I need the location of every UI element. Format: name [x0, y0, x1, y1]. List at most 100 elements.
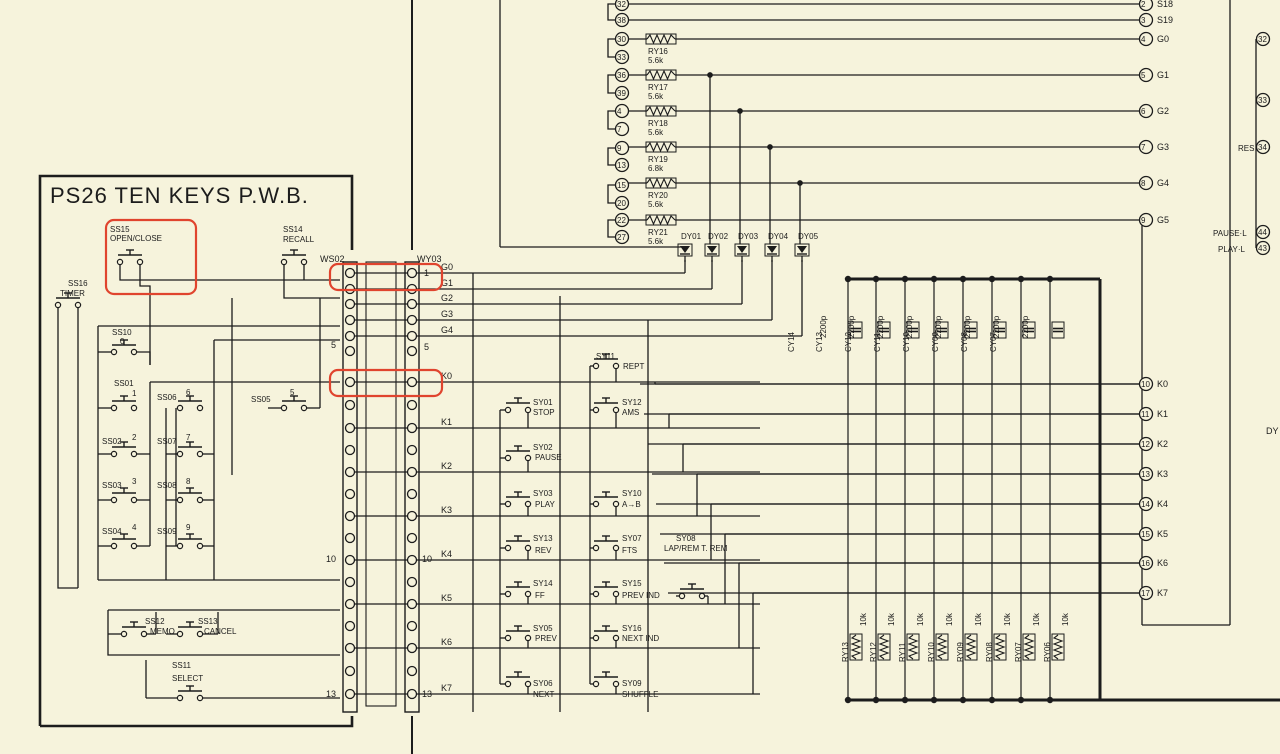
resistor [645, 105, 677, 117]
switch-function: OPEN/CLOSE [110, 234, 162, 243]
pulldown-value: 10k [916, 612, 925, 626]
connector-pin [344, 330, 356, 342]
pulldown-resistor [935, 633, 949, 661]
switch-function: 7 [186, 433, 191, 442]
connector-pin [344, 510, 356, 522]
resistor-value: 5.6k [648, 237, 664, 246]
ic-pin-label: K7 [1157, 588, 1168, 598]
connector-pin [344, 554, 356, 566]
connector-pin [344, 466, 356, 478]
capacitor-ref: CY07 [989, 331, 998, 352]
capacitor-value: 2200p [847, 315, 856, 338]
ic-pin [1138, 175, 1154, 191]
pulldown-value: 10k [1061, 612, 1070, 626]
ic-pin [1138, 0, 1154, 12]
resistor-value: 5.6k [648, 200, 664, 209]
ic-pin-number: 33 [617, 53, 626, 62]
connector-pin [344, 665, 356, 677]
switch-function: 0 [120, 337, 125, 346]
ic-pin-number: 20 [617, 199, 626, 208]
bus-label: K0 [441, 371, 452, 381]
ic-pin [1138, 406, 1154, 422]
switch-function: 3 [132, 477, 137, 486]
switch-ss11 [176, 685, 204, 702]
ic-pin [1138, 555, 1154, 571]
connector-pin [344, 422, 356, 434]
ic-pin-label: G4 [1157, 178, 1169, 188]
components [54, 0, 1280, 713]
switch-function: 6 [186, 388, 191, 397]
ic-pin-number: 30 [617, 35, 626, 44]
capacitor-value: 2200p [1021, 315, 1030, 338]
ic-pin-number: 33 [1258, 96, 1267, 105]
pulldown-ref: RY08 [985, 642, 994, 662]
pulldown-ref: RY06 [1043, 642, 1052, 662]
ic-pin [1255, 224, 1271, 240]
ic-pin-number: 3 [1141, 16, 1146, 25]
ic-pin-label: K0 [1157, 379, 1168, 389]
ic-pin-label: PLAY·L [1218, 245, 1246, 254]
diode [764, 243, 780, 257]
ic-pin-number: 7 [617, 125, 622, 134]
ic-pin-number: 34 [1258, 143, 1267, 152]
highlight-k0-line [328, 368, 444, 398]
capacitor-ref: CY14 [787, 331, 796, 352]
ic-pin-label: PAUSE·L [1213, 229, 1247, 238]
ic-pin [614, 177, 630, 193]
pulldown-resistor [1051, 633, 1065, 661]
switch-ref: SS12 [145, 617, 165, 626]
connector-pin [344, 314, 356, 326]
ic-pin-label: G5 [1157, 215, 1169, 225]
ic-pin [1138, 103, 1154, 119]
ic-pin [1138, 436, 1154, 452]
switch-ref: SS02 [102, 437, 122, 446]
switch-sy11 [592, 353, 620, 370]
switch-sy09 [592, 671, 620, 688]
capacitor-ref: CY09 [931, 331, 940, 352]
ic-pin [1138, 212, 1154, 228]
switch-ref: SY06 [533, 679, 553, 688]
ic-pin [614, 229, 630, 245]
ic-pin-number: 38 [617, 16, 626, 25]
switch-function: REV [535, 546, 552, 555]
connector-pin [344, 620, 356, 632]
switch-function: 2 [132, 433, 137, 442]
ic-pin-label: S18 [1157, 0, 1173, 9]
capacitor [993, 321, 1007, 339]
switch-ss12 [120, 621, 148, 638]
switch-function: AMS [622, 408, 639, 417]
connector-pin [344, 345, 356, 357]
switch-sy13 [504, 535, 532, 552]
ic-pin [614, 103, 630, 119]
capacitor-ref: CY10 [902, 331, 911, 352]
resistor [645, 177, 677, 189]
switch-sy03 [504, 491, 532, 508]
ic-pin-label: G2 [1157, 106, 1169, 116]
switch-sy15 [592, 581, 620, 598]
connector-pin [406, 466, 418, 478]
pulldown-value: 10k [1003, 612, 1012, 626]
pulldown-resistor [1022, 633, 1036, 661]
ic-pin-number: 32 [617, 0, 626, 9]
ic-pin-number: 17 [1141, 589, 1150, 598]
switch-ss13 [176, 621, 204, 638]
wiring [57, 0, 1257, 712]
resistor-ref: RY19 [648, 155, 668, 164]
switch-ref: SY16 [622, 624, 642, 633]
ic-pin-number: 13 [617, 161, 626, 170]
ic-pin-number: 13 [1141, 470, 1150, 479]
ic-pin [1255, 31, 1271, 47]
diode-label: DY03 [738, 232, 759, 241]
connector-pin [406, 665, 418, 677]
ic-pin-number: 32 [1258, 35, 1267, 44]
decoupling-bank [844, 275, 1280, 704]
ic-pin-number: 4 [617, 107, 622, 116]
resistor-ref: RY21 [648, 228, 668, 237]
pulldown-value: 10k [1032, 612, 1041, 626]
switch-function: NEXT IND [622, 634, 659, 643]
switch-function: PLAY [535, 500, 556, 509]
bus-label: G2 [441, 293, 453, 303]
switch-ss08 [176, 487, 204, 504]
connector-pin [406, 345, 418, 357]
